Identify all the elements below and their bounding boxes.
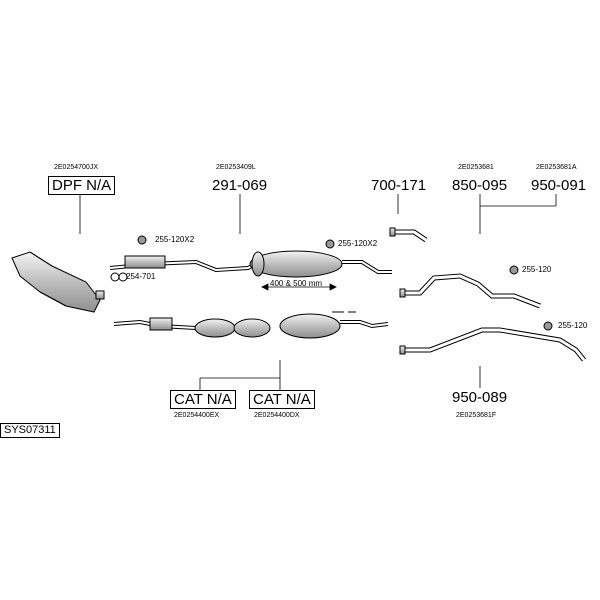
tailpipe-part-number[interactable]: 700-171 [371,177,427,194]
leader-lines [79,194,557,390]
rear-c-oe-number: 2E0253681F [456,412,497,419]
clamp2-label[interactable]: 255-120X2 [338,239,378,248]
middle-oe-number: 2E0253409L [216,164,256,171]
dpf-drawing [11,251,105,313]
dpf-part-label: DPF N/A [48,176,116,195]
clamp1-label[interactable]: 255-120X2 [155,235,195,244]
dimension-label: 400 & 500 mm [270,279,323,288]
cat-a-oe-number: 2E0254400EX [174,412,220,419]
accessory-icons [110,235,553,331]
cat-b-oe-number: 2E0254400DX [254,412,300,419]
dimension-arrow [261,283,337,291]
system-code: SYS07311 [0,423,60,438]
rear-pipe-lower-drawing [399,327,586,362]
gasket-label[interactable]: 254-701 [126,272,156,281]
tailpipe-drawing [389,227,428,243]
cat-a-part-label: CAT N/A [170,390,236,409]
rear-pipe-upper-drawing [399,273,541,309]
rear-a-part-number[interactable]: 850-095 [452,177,508,194]
middle-part-number[interactable]: 291-069 [212,177,268,194]
rear-c-part-number[interactable]: 950-089 [452,389,508,406]
rear-b-part-number[interactable]: 950-091 [531,177,587,194]
rear-b-oe-number: 2E0253681A [536,164,577,171]
middle-silencer-drawing [109,250,392,278]
cat-b-part-label: CAT N/A [249,390,315,409]
hanger2-label[interactable]: 255-120 [558,321,588,330]
dpf-oe-number: 2E0254700JX [54,164,98,171]
catalyst-drawing [113,311,389,339]
hanger1-label[interactable]: 255-120 [522,265,552,274]
rear-a-oe-number: 2E0253681 [458,164,494,171]
